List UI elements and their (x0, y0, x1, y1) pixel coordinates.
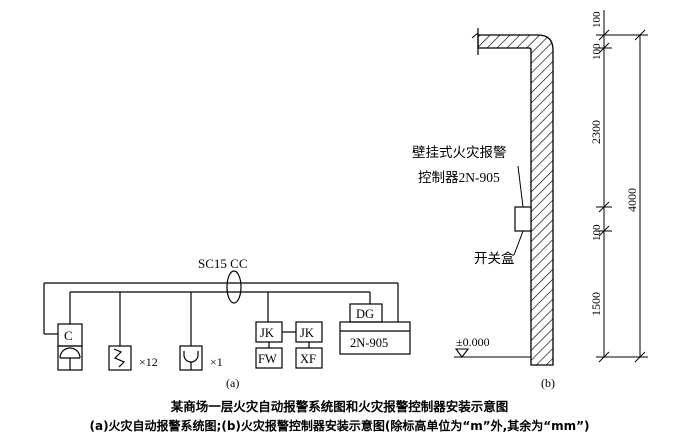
wall-controller-box (514, 206, 532, 232)
device-c-label: C (64, 328, 73, 343)
installation-section (454, 10, 648, 366)
module-xf-label: XF (300, 352, 316, 366)
panel-b-label: (b) (541, 376, 555, 390)
elevation-mark (454, 348, 531, 358)
caption-description: (a)火灾自动报警系统图;(b)火灾报警控制器安装示意图(除标高单位为“m”外,… (89, 419, 590, 433)
dim-middle: 100 (591, 224, 603, 241)
dimension-lines (596, 10, 648, 363)
dim-upper: 2300 (589, 120, 603, 144)
caption-title: 某商场一层火灾自动报警系统图和火灾报警控制器安装示意图 (170, 399, 509, 414)
switch-box-label: 开关盒 (474, 250, 515, 266)
callout-leader (517, 165, 524, 208)
module-group (255, 321, 323, 369)
panel-a-label: (a) (226, 376, 239, 390)
smoke-detector-symbol (57, 345, 83, 371)
alarm-bell-symbol (179, 345, 203, 371)
module-jk-left-label: JK (260, 326, 274, 340)
bell-count: ×1 (210, 355, 223, 369)
wall-section (471, 28, 554, 366)
cable-bundle-ellipse (226, 270, 242, 304)
manual-alarm-count: ×12 (139, 355, 158, 369)
cable-label: SC15 CC (198, 256, 248, 271)
manual-alarm-symbol (108, 345, 132, 371)
controller-box (339, 321, 411, 355)
device-dg-label: DG (356, 307, 374, 321)
dim-total: 4000 (625, 188, 639, 212)
dim-top-small: 100 (591, 11, 603, 28)
callout-text-line2: 控制器2N-905 (418, 170, 500, 185)
bus-wiring (43, 282, 399, 346)
switch-box-leader (513, 230, 524, 256)
dim-lower: 1500 (589, 292, 603, 316)
system-diagram (43, 270, 411, 371)
module-fw-label: FW (258, 352, 277, 366)
controller-label: 2N-905 (350, 336, 388, 350)
callout-text-line1: 壁挂式火灾报警 (412, 144, 507, 160)
module-jk-right-label: JK (300, 326, 314, 340)
elevation-label: ±0.000 (456, 335, 490, 349)
dim-top: 100 (591, 43, 603, 60)
